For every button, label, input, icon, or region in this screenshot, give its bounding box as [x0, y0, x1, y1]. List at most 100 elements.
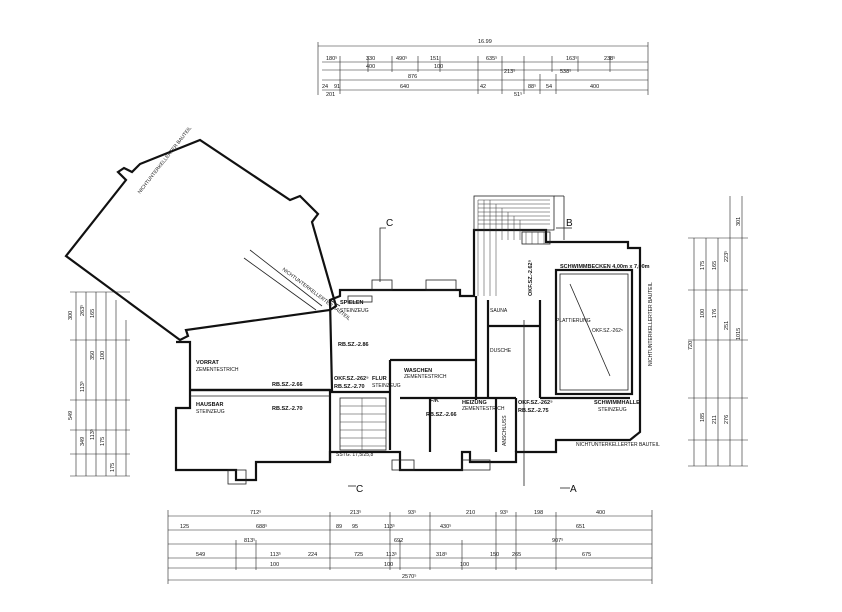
dim-left-1: 263⁵	[79, 305, 86, 316]
room-labels: SPIELEN STEINZEUG RB.SZ.-2.86 VORRAT ZEM…	[196, 259, 660, 448]
dim-bottom-r5-1: 100	[384, 562, 393, 568]
dim-left-3: 100	[100, 351, 106, 360]
dim-bottom-r4-8: 675	[582, 552, 591, 558]
dim-bottom-r3-0: 813⁵	[244, 537, 255, 544]
dim-right-11: 276	[724, 415, 730, 424]
label-neighbor-e: NICHTUNTERKELLERTER BAUTEIL	[648, 282, 654, 366]
label-waschen-sub: ZEMENTESTRICH	[404, 374, 447, 380]
dim-bottom-r1-3: 210	[466, 510, 475, 516]
dim-bottom-r2-6: 651	[576, 524, 585, 530]
label-okfsz-stair: OKF.SZ.-2.62⁵	[528, 259, 534, 296]
dim-right-0: 301	[736, 217, 742, 226]
dim-right-1: 223⁵	[723, 251, 730, 262]
dim-top-r5-0: 201	[326, 92, 335, 98]
section-b-top: B	[566, 218, 573, 229]
dim-top-r1-4: 635⁵	[486, 55, 497, 62]
label-hausbar: HAUSBAR	[196, 402, 224, 408]
dim-top-r1-3: 151	[430, 56, 439, 62]
dim-top-r3-1: 213⁵	[504, 68, 515, 75]
dim-bottom-r3-2: 907⁵	[552, 537, 563, 544]
label-schwimmhalle: SCHWIMMHALLE	[594, 400, 640, 406]
dim-top-r3-0: 876	[408, 74, 417, 80]
dim-bottom-r4-3: 725	[354, 552, 363, 558]
dim-top-r1-5: 163⁵	[566, 55, 577, 62]
dim-bottom-r4-5: 318⁵	[436, 551, 447, 558]
dim-left-8: 113⁵	[89, 429, 96, 440]
label-okfsz-east: OKF.SZ.-262⁵	[518, 400, 553, 406]
dim-top-r3-2: 538⁵	[560, 68, 571, 75]
dim-bottom-r4-7: 265	[512, 552, 521, 558]
dim-top-r2-0: 400	[366, 64, 375, 70]
dim-bottom-r2-2: 89	[336, 524, 342, 530]
dim-bottom-r4-6: 150	[490, 552, 499, 558]
dim-right-4: 100	[700, 309, 706, 318]
dim-left-7: 349	[80, 437, 86, 446]
label-heizung: HEIZUNG	[462, 400, 487, 406]
dim-top-r4-5: 54	[546, 84, 552, 90]
dim-top-r1-6: 238⁵	[604, 55, 615, 62]
dim-right-7: 251	[724, 321, 730, 330]
dim-bottom-r1-5: 198	[534, 510, 543, 516]
label-flur-sub: STEINZEUG	[372, 383, 401, 389]
dim-right-10: 211	[712, 415, 718, 424]
right-dimension-chain: 301 223⁵ 175 165 100 176 720 251 1015 18…	[688, 196, 748, 467]
dim-bottom-r5-0: 100	[270, 562, 279, 568]
dim-left-0: 300	[68, 311, 74, 320]
dim-bottom-r2-0: 125	[180, 524, 189, 530]
section-c-top: C	[386, 218, 393, 229]
dim-right-6: 720	[688, 341, 694, 350]
label-rbsz-waschen: RB.SZ.-2.66	[426, 412, 457, 418]
dim-top-r4-0: 24	[322, 84, 328, 90]
label-schwimmbecken: SCHWIMMBECKEN 4,00m x 7,00m	[560, 264, 650, 270]
label-flur: FLUR	[372, 376, 387, 382]
dim-left-10: 175	[110, 463, 116, 472]
dim-top-r4-3: 42	[480, 84, 486, 90]
section-c-bottom: C	[356, 484, 363, 495]
label-waschen: WASCHEN	[404, 368, 432, 374]
label-fk: F/K	[430, 398, 439, 404]
label-schwimmhalle-sub: STEINZEUG	[598, 407, 627, 413]
label-rbsz-vorrat: RB.SZ.-2.66	[272, 382, 303, 388]
label-rbsz-center: RB.SZ.-2.70	[334, 384, 365, 390]
dim-bottom-r1-6: 400	[596, 510, 605, 516]
dim-bottom-r1-4: 93⁵	[500, 509, 508, 516]
dim-right-8: 1015	[736, 328, 742, 340]
bottom-dimension-chain: 712⁵ 213⁵ 93⁵ 210 93⁵ 198 400 125 688⁵ 8…	[167, 509, 653, 584]
swimming-pool: SCHWIMMBECKEN 4,00m x 7,00m OKF.SZ.-262⁵	[554, 264, 650, 396]
dim-bottom-r2-3: 95	[352, 524, 358, 530]
dim-left-4: 113⁵	[79, 381, 86, 392]
dim-top-r1-2: 490⁵	[396, 55, 407, 62]
label-stairs: SSTG. 17,5/25,8	[336, 452, 373, 458]
northwest-wing: NICHTUNTERKELLERTER BAUTEIL NICHTUNTERKE…	[64, 125, 352, 342]
dim-bottom-r4-1: 113⁵	[270, 551, 281, 558]
stairs: SSTG. 17,5/25,8	[336, 195, 565, 458]
dim-bottom-r5-2: 100	[460, 562, 469, 568]
dim-bottom-r2-4: 113⁵	[384, 523, 395, 530]
dim-left-9: 175	[100, 437, 106, 446]
dim-bottom-r1-2: 93⁵	[408, 509, 416, 516]
left-dimension-chain: 300 263⁵ 165 100 113⁵ 350 549 349 113⁵ 1…	[68, 291, 130, 477]
dim-bottom-r1-1: 213⁵	[350, 509, 361, 516]
label-neighbor-nw: NICHTUNTERKELLERTER BAUTEIL	[137, 125, 193, 195]
dim-right-5: 176	[712, 309, 718, 318]
dim-top-overall: 16.99	[478, 39, 492, 45]
basement-walls	[174, 228, 642, 485]
dim-top-r1-0: 180⁵	[326, 55, 337, 62]
label-spielen-sub: STEINZEUG	[340, 308, 369, 314]
label-heizung-sub: ZEMENTESTRICH	[462, 406, 505, 412]
label-rbsz-hausbar: RB.SZ.-2.70	[272, 406, 303, 412]
dim-bottom-r3-1: 692	[394, 538, 403, 544]
dim-bottom-r4-2: 224	[308, 552, 317, 558]
dim-top-r4-6: 400	[590, 84, 599, 90]
label-okfsz-pool: OKF.SZ.-262⁵	[592, 328, 623, 334]
dim-right-2: 175	[700, 261, 706, 270]
label-neighbor-s: NICHTUNTERKELLERTER BAUTEIL	[576, 442, 660, 448]
dim-top-r2-1: 100	[434, 64, 443, 70]
label-sauna: SAUNA	[490, 308, 508, 314]
dim-left-6: 549	[68, 411, 74, 420]
dim-top-r4-2: 640	[400, 84, 409, 90]
section-a-bottom: A	[570, 484, 577, 495]
top-dimension-chain: 16.99 180⁵ 330 490⁵ 151 635⁵ 163⁵ 238⁵ 4…	[317, 39, 649, 98]
dim-left-2: 165	[90, 309, 96, 318]
